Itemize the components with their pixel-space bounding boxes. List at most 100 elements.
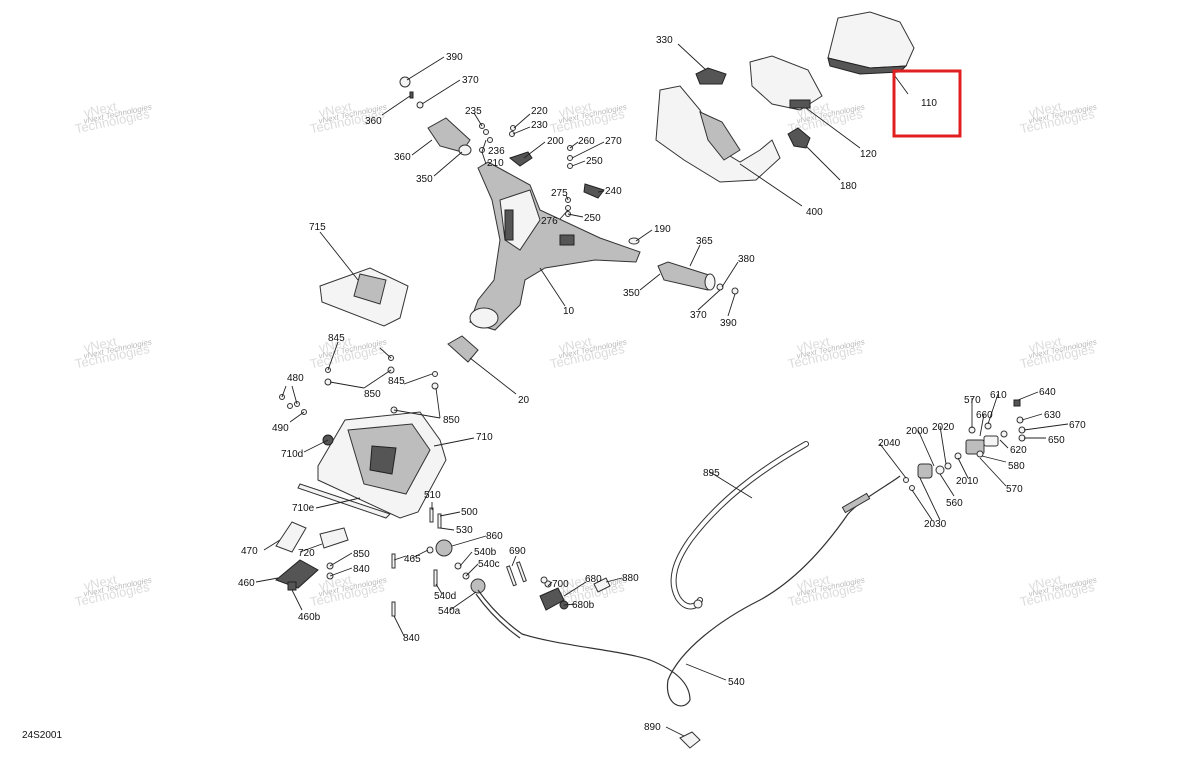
ring-20-drawing <box>447 335 479 363</box>
leader-lines <box>255 43 1069 737</box>
callout-850: 850 <box>443 415 460 426</box>
callout-460: 460 <box>238 578 255 589</box>
callout-690: 690 <box>509 546 526 557</box>
svg-text:vNext: vNext <box>82 334 118 356</box>
callout-2040: 2040 <box>878 438 901 449</box>
svg-text:vNext: vNext <box>557 334 593 356</box>
callout-110: 110 <box>921 98 937 109</box>
callout-540c: 540c <box>478 559 500 570</box>
brackets-lower-left-drawing <box>275 521 349 591</box>
bracket-715-drawing <box>319 267 409 327</box>
cable-540-drawing <box>475 475 901 707</box>
callout-490: 490 <box>272 423 289 434</box>
callout-230: 230 <box>531 120 548 131</box>
callout-500: 500 <box>461 507 478 518</box>
callout-660: 660 <box>976 410 993 421</box>
watermark: vNext Technologies vNext Technologies <box>309 572 388 610</box>
callout-720: 720 <box>298 548 315 559</box>
svg-text:vNext: vNext <box>82 572 118 594</box>
watermark: vNext Technologies vNext Technologies <box>1019 572 1098 610</box>
diagram-code: 24S2001 <box>22 730 62 741</box>
callout-640: 640 <box>1039 387 1056 398</box>
screws-upper-drawing <box>479 123 605 217</box>
svg-text:vNext: vNext <box>1027 572 1063 594</box>
clip-890-drawing <box>679 731 701 749</box>
right-grip-drawing <box>657 261 739 295</box>
callout-715: 715 <box>309 222 326 233</box>
callout-10: 10 <box>563 306 575 317</box>
hose-895-drawing <box>670 441 809 610</box>
watermark: vNext Technologies vNext Technologies <box>309 334 388 372</box>
callout-710: 710 <box>476 432 493 443</box>
callout-560: 560 <box>946 498 963 509</box>
callout-235: 235 <box>465 106 482 117</box>
callout-510: 510 <box>424 490 441 501</box>
callout-350: 350 <box>623 288 640 299</box>
callout-480: 480 <box>287 373 304 384</box>
callout-250: 250 <box>584 213 601 224</box>
svg-text:vNext: vNext <box>795 334 831 356</box>
callout-580: 580 <box>1008 461 1025 472</box>
callout-710e: 710e <box>292 503 315 514</box>
callout-850: 850 <box>364 389 381 400</box>
callout-20: 20 <box>518 395 530 406</box>
watermark: vNext Technologies vNext Technologies <box>74 572 153 610</box>
callout-380: 380 <box>738 254 755 265</box>
callout-350: 350 <box>416 174 433 185</box>
callout-labels: 390 370 360 360 350 235 236 210 220 230 … <box>238 35 1086 733</box>
throttle-assembly-drawing <box>903 399 1026 491</box>
callout-370: 370 <box>690 310 707 321</box>
callout-180: 180 <box>840 181 857 192</box>
svg-text:vNext: vNext <box>557 572 593 594</box>
callout-190: 190 <box>654 224 671 235</box>
callout-570: 570 <box>1006 484 1023 495</box>
callout-2000: 2000 <box>906 426 929 437</box>
callout-220: 220 <box>531 106 548 117</box>
callout-610: 610 <box>990 390 1007 401</box>
svg-text:vNext: vNext <box>317 572 353 594</box>
callout-630: 630 <box>1044 410 1061 421</box>
callout-360: 360 <box>394 152 411 163</box>
callout-540: 540 <box>728 677 745 688</box>
callout-850: 850 <box>353 549 370 560</box>
watermark: vNext Technologies vNext Technologies <box>787 334 866 372</box>
svg-text:vNext: vNext <box>317 334 353 356</box>
cover-110-drawing <box>827 11 915 75</box>
support-710-drawing <box>297 411 447 519</box>
watermark: vNext Technologies vNext Technologies <box>1019 334 1098 372</box>
svg-text:vNext: vNext <box>557 99 593 121</box>
callout-530: 530 <box>456 525 473 536</box>
callout-276: 276 <box>541 216 558 227</box>
svg-text:vNext: vNext <box>1027 334 1063 356</box>
callout-270: 270 <box>605 136 622 147</box>
callout-260: 260 <box>578 136 595 147</box>
cover-400-drawing <box>655 85 781 183</box>
callout-240: 240 <box>605 186 622 197</box>
svg-text:vNext: vNext <box>317 99 353 121</box>
callout-895: 895 <box>703 468 720 479</box>
part-330-drawing <box>695 67 727 85</box>
callout-2020: 2020 <box>932 422 955 433</box>
callout-210: 210 <box>487 158 504 169</box>
callout-120: 120 <box>860 149 877 160</box>
svg-text:vNext: vNext <box>795 572 831 594</box>
watermark: vNext Technologies vNext Technologies <box>74 334 153 372</box>
callout-370: 370 <box>462 75 479 86</box>
callout-250: 250 <box>586 156 603 167</box>
watermark: vNext Technologies vNext Technologies <box>74 99 153 137</box>
svg-text:vNext: vNext <box>82 99 118 121</box>
highlight-box <box>892 69 962 138</box>
callout-700: 700 <box>552 579 569 590</box>
callout-540a: 540a <box>438 606 461 617</box>
watermarks: vNext Technologies vNext Technologies vN… <box>74 99 1098 610</box>
callout-845: 845 <box>328 333 345 344</box>
callout-365: 365 <box>696 236 713 247</box>
cover-120-drawing <box>749 55 823 111</box>
pin-190-drawing <box>628 237 640 245</box>
watermark: vNext Technologies vNext Technologies <box>787 572 866 610</box>
callout-840: 840 <box>403 633 420 644</box>
watermark: vNext Technologies vNext Technologies <box>549 334 628 372</box>
clip-180-drawing <box>787 127 811 149</box>
callout-2030: 2030 <box>924 519 947 530</box>
callout-860: 860 <box>486 531 503 542</box>
